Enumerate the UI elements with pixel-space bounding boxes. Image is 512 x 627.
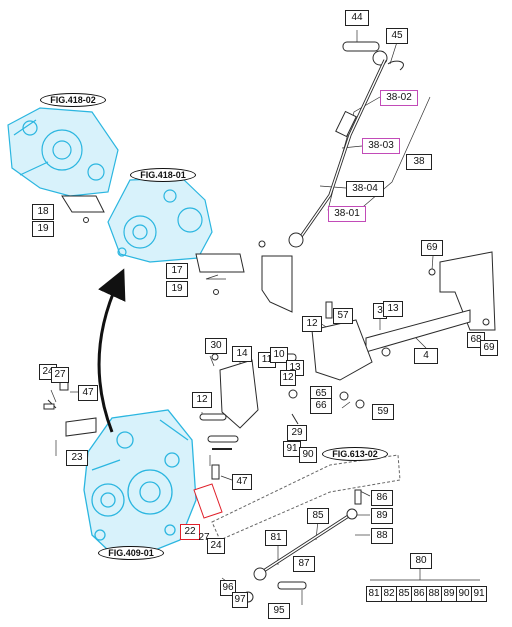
callout-85[interactable]: 85 [307,508,329,524]
callout-12-bottom[interactable] [212,448,232,450]
callout-24-lower[interactable]: 24 [207,538,225,554]
callout-27-lower[interactable]: 27 [198,532,210,543]
callout-29[interactable]: 29 [287,425,307,441]
callout-12-mid[interactable]: 12 [280,370,296,386]
callout-69-top[interactable]: 69 [421,240,443,256]
callout-38-01[interactable]: 38-01 [328,206,366,222]
callout-18[interactable]: 18 [32,204,54,220]
callout-66[interactable]: 66 [310,398,332,414]
callout-81[interactable]: 81 [265,530,287,546]
callout-12-lower[interactable]: 12 [192,392,212,408]
callout-97[interactable]: 97 [232,592,248,608]
callout-38-03[interactable]: 38-03 [362,138,400,154]
callout-90[interactable]: 90 [299,447,317,463]
group-part-91[interactable]: 91 [471,586,487,602]
callout-59[interactable]: 59 [372,404,394,420]
group-part-82[interactable]: 82 [381,586,397,602]
callout-17[interactable]: 17 [166,263,188,279]
callout-38-02[interactable]: 38-02 [380,90,418,106]
callout-22[interactable]: 22 [180,524,200,540]
callout-88[interactable]: 88 [371,528,393,544]
callout-69-right[interactable]: 69 [480,340,498,356]
callout-19-top[interactable]: 19 [32,221,54,237]
group-part-89[interactable]: 89 [441,586,457,602]
callout-10[interactable]: 10 [270,347,288,363]
group-part-81[interactable]: 81 [366,586,382,602]
transmission-case-409-01 [83,409,197,553]
brackets [61,195,496,519]
callout-23[interactable]: 23 [66,450,88,466]
upper-link-assembly [258,41,404,248]
callout-27-left[interactable]: 27 [51,367,69,383]
callout-57[interactable]: 57 [333,308,353,324]
group-part-90[interactable]: 90 [456,586,472,602]
callout-13-top[interactable]: 13 [383,301,403,317]
callout-89[interactable]: 89 [371,508,393,524]
callout-80[interactable]: 80 [410,553,432,569]
callout-38-04[interactable]: 38-04 [346,181,384,197]
callout-19-mid[interactable]: 19 [166,281,188,297]
callout-30[interactable]: 30 [205,338,227,354]
reference-arrow [97,268,126,433]
parts-group-row: 81 82 85 86 88 89 90 91 [366,586,487,602]
callout-47-left[interactable]: 47 [78,385,98,401]
group-part-86[interactable]: 86 [411,586,427,602]
callout-38[interactable]: 38 [406,154,432,170]
figure-ref-418-01[interactable]: FIG.418-01 [130,168,196,182]
figure-ref-409-01[interactable]: FIG.409-01 [98,546,164,560]
callout-86[interactable]: 86 [371,490,393,506]
callout-95[interactable]: 95 [268,603,290,619]
callout-45[interactable]: 45 [386,28,408,44]
figure-ref-613-02[interactable]: FIG.613-02 [322,447,388,461]
figure-ref-418-02[interactable]: FIG.418-02 [40,93,106,107]
callout-14[interactable]: 14 [232,346,252,362]
callout-4[interactable]: 4 [414,348,438,364]
callout-87[interactable]: 87 [293,556,315,572]
callout-12-top[interactable]: 12 [302,316,322,332]
gear-housing-418-02 [7,107,119,197]
lift-rod [253,508,358,581]
callout-47-mid[interactable]: 47 [232,474,252,490]
gear-housing-418-01 [107,177,213,263]
group-part-85[interactable]: 85 [396,586,412,602]
group-part-88[interactable]: 88 [426,586,442,602]
callout-44[interactable]: 44 [345,10,369,26]
